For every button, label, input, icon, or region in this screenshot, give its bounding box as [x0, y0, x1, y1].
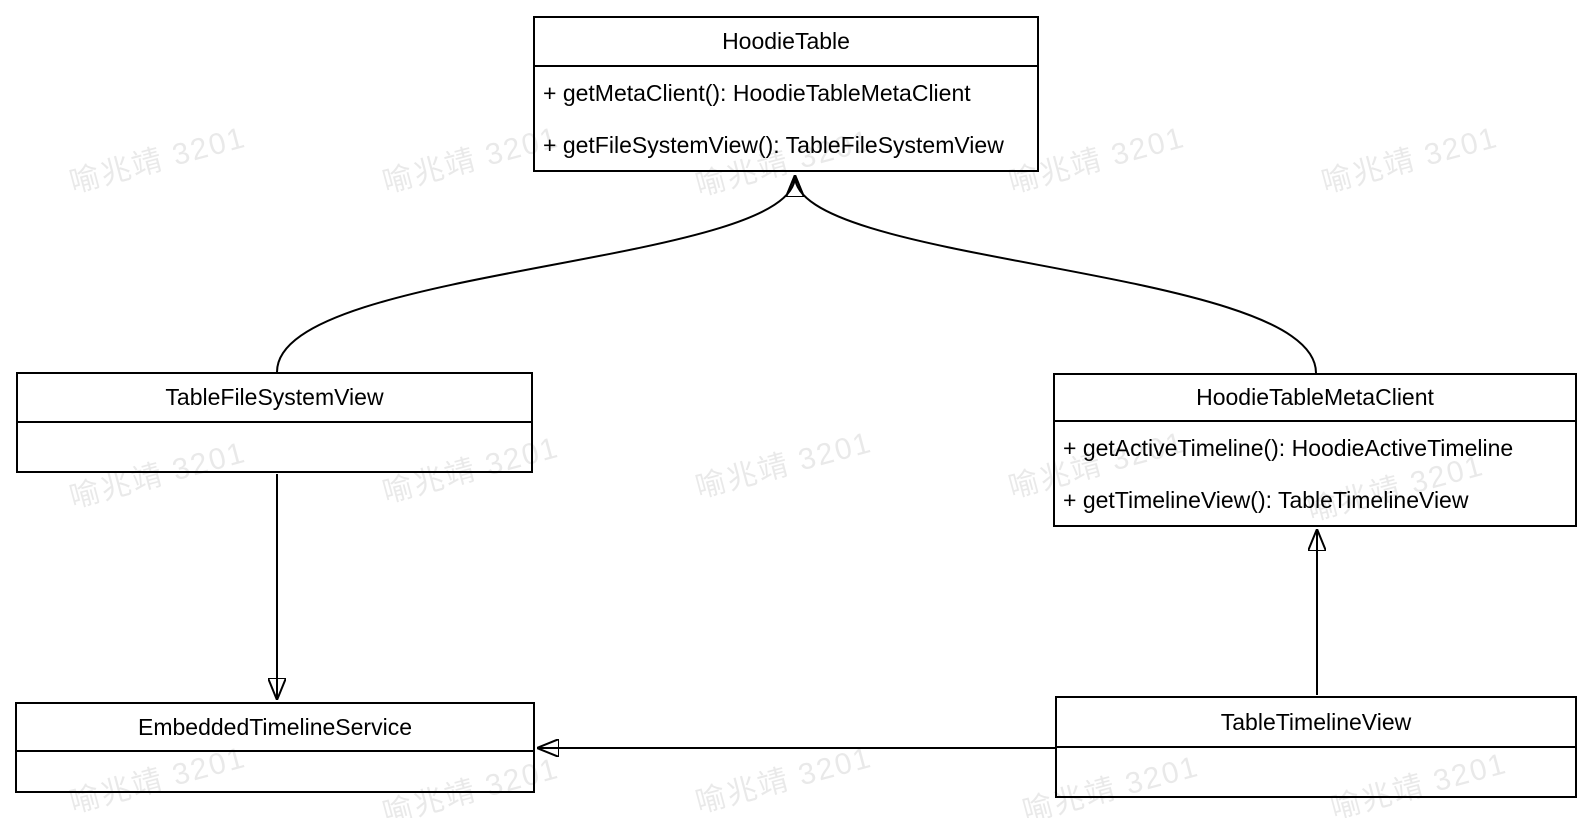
edge-hoodietablemetaclient-to-hoodietable [795, 176, 1317, 374]
edge-tablefilesystemview-to-hoodietable [276, 176, 795, 373]
class-embedded-timeline-service: EmbeddedTimelineService [15, 702, 535, 793]
class-empty-section [1057, 748, 1575, 818]
class-empty-section [18, 423, 531, 520]
class-method: + getTimelineView(): TableTimelineView [1063, 486, 1469, 513]
class-methods: + getMetaClient(): HoodieTableMetaClient… [535, 67, 1037, 171]
class-empty-section [17, 752, 533, 818]
class-table-file-system-view: TableFileSystemView [16, 372, 533, 473]
class-method: + getActiveTimeline(): HoodieActiveTimel… [1063, 434, 1514, 461]
class-title: HoodieTableMetaClient [1055, 375, 1575, 422]
class-title: TableFileSystemView [18, 374, 531, 423]
class-hoodie-table-meta-client: HoodieTableMetaClient + getActiveTimelin… [1053, 373, 1577, 527]
class-title: HoodieTable [535, 18, 1037, 67]
class-method: + getFileSystemView(): TableFileSystemVi… [543, 131, 1004, 158]
class-table-timeline-view: TableTimelineView [1055, 696, 1577, 798]
class-methods: + getActiveTimeline(): HoodieActiveTimel… [1055, 422, 1575, 526]
class-hoodie-table: HoodieTable + getMetaClient(): HoodieTab… [533, 16, 1039, 172]
class-title: EmbeddedTimelineService [17, 704, 533, 752]
class-method: + getMetaClient(): HoodieTableMetaClient [543, 79, 971, 106]
class-title: TableTimelineView [1057, 698, 1575, 748]
